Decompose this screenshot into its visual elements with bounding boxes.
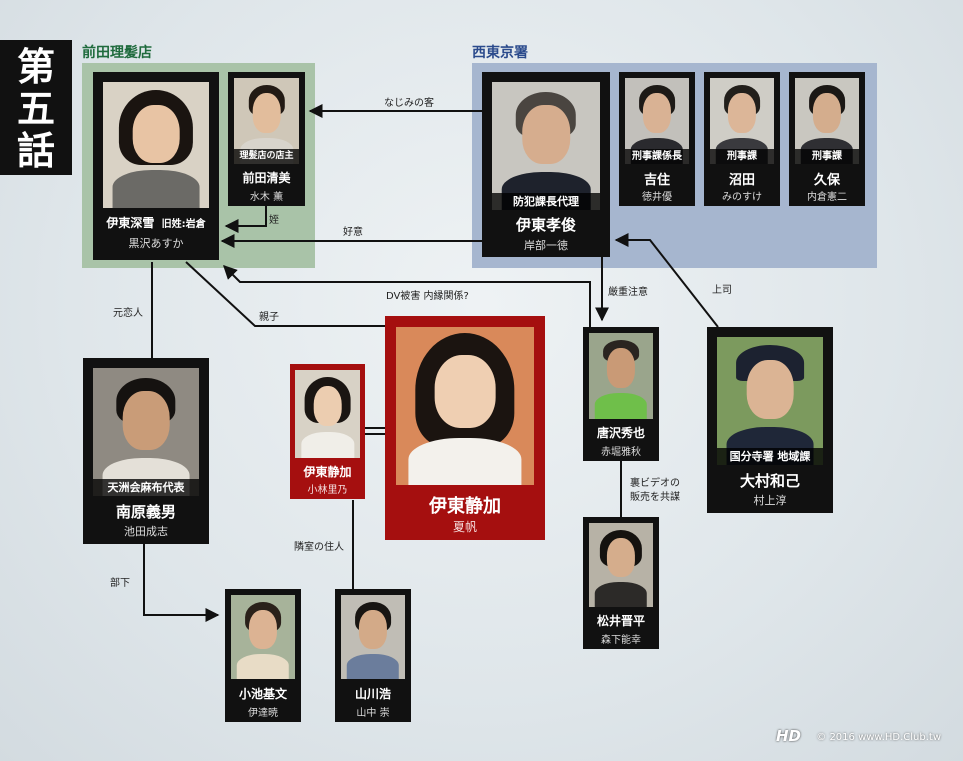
card-omura: 国分寺署 地域課 大村和己 村上淳 bbox=[707, 327, 833, 513]
photo-kiyomi: 理髪店の店主 bbox=[234, 78, 299, 164]
actor-numata: みのすけ bbox=[722, 192, 762, 203]
line-oya bbox=[185, 261, 385, 327]
line-buka bbox=[143, 544, 220, 622]
card-shizuka-child: 伊東静加 小林里乃 bbox=[290, 364, 365, 499]
name-shizuka-child: 伊東静加 bbox=[303, 465, 352, 479]
card-shizuka: 伊東静加 夏帆 bbox=[385, 316, 545, 540]
card-takatoshi: 防犯課長代理 伊東孝俊 岸部一徳 bbox=[482, 72, 610, 257]
card-karasawa: 唐沢秀也 赤堀雅秋 bbox=[583, 327, 659, 461]
name-koike: 小池基文 bbox=[238, 687, 287, 701]
name-kubo: 久保 bbox=[813, 173, 840, 188]
actor-takatoshi: 岸部一徳 bbox=[524, 239, 568, 252]
actor-omura: 村上淳 bbox=[753, 494, 787, 507]
photo-shizuka bbox=[396, 327, 534, 485]
rel-mei: 姪 bbox=[269, 215, 279, 226]
actor-shizuka: 夏帆 bbox=[452, 520, 477, 534]
card-kubo: 刑事課 久保 内倉憲二 bbox=[789, 72, 865, 206]
name-miyuki: 伊東深雪 bbox=[106, 216, 155, 230]
rel-genkoi: 元恋人 bbox=[113, 308, 143, 319]
rel-genju: 厳重注意 bbox=[608, 287, 648, 298]
role-takatoshi: 防犯課長代理 bbox=[492, 193, 600, 210]
group-label-barber: 前田理髪店 bbox=[82, 45, 152, 61]
photo-omura: 国分寺署 地域課 bbox=[717, 337, 823, 465]
name-minamihara: 南原義男 bbox=[115, 503, 176, 521]
card-yoshizumi: 刑事課係長 吉住 徳井優 bbox=[619, 72, 695, 206]
rel-buka: 部下 bbox=[110, 578, 130, 589]
episode-tag: 第 五 話 bbox=[0, 40, 72, 175]
actor-miyuki: 黒沢あすか bbox=[128, 237, 184, 250]
sub-miyuki: 旧姓:岩倉 bbox=[161, 219, 206, 230]
card-miyuki: 伊東深雪 旧姓:岩倉 黒沢あすか bbox=[93, 72, 219, 260]
photo-takatoshi: 防犯課長代理 bbox=[492, 82, 600, 210]
role-omura: 国分寺署 地域課 bbox=[717, 448, 823, 465]
name-kiyomi: 前田清美 bbox=[242, 171, 291, 185]
name-yamakawa: 山川浩 bbox=[354, 687, 391, 701]
rel-dv: DV被害 内縁関係? bbox=[386, 291, 469, 302]
episode-char-3: 話 bbox=[16, 128, 55, 173]
card-kiyomi: 理髪店の店主 前田清美 水木 薫 bbox=[228, 72, 305, 206]
line-mei bbox=[224, 206, 267, 233]
photo-yoshizumi: 刑事課係長 bbox=[625, 78, 689, 164]
rel-oya: 親子 bbox=[259, 312, 279, 323]
photo-koike bbox=[231, 595, 295, 679]
role-kiyomi: 理髪店の店主 bbox=[234, 149, 299, 164]
rel-rinshitsu: 隣室の住人 bbox=[294, 542, 344, 553]
role-numata: 刑事課 bbox=[710, 149, 774, 164]
card-yamakawa: 山川浩 山中 崇 bbox=[335, 589, 411, 722]
photo-kubo: 刑事課 bbox=[795, 78, 859, 164]
rel-ura-1: 裏ビデオの bbox=[630, 478, 680, 489]
card-koike: 小池基文 伊達暁 bbox=[225, 589, 301, 722]
card-minamihara: 天洲会麻布代表 南原義男 池田成志 bbox=[83, 358, 209, 544]
photo-matsui bbox=[589, 523, 653, 607]
name-takatoshi: 伊東孝俊 bbox=[515, 216, 576, 234]
actor-kubo: 内倉憲二 bbox=[807, 192, 847, 203]
actor-shizuka-child: 小林里乃 bbox=[307, 485, 348, 496]
episode-char-2: 五 bbox=[16, 86, 55, 131]
name-numata: 沼田 bbox=[728, 173, 755, 188]
rel-najimi: なじみの客 bbox=[384, 98, 434, 109]
card-matsui: 松井晋平 森下能幸 bbox=[583, 517, 659, 649]
photo-karasawa bbox=[589, 333, 653, 419]
photo-yamakawa bbox=[341, 595, 405, 679]
name-omura: 大村和己 bbox=[739, 472, 800, 490]
rel-ura-2: 販売を共謀 bbox=[630, 492, 680, 503]
actor-koike: 伊達暁 bbox=[248, 708, 278, 719]
rel-joshi: 上司 bbox=[712, 285, 732, 296]
episode-char-1: 第 bbox=[16, 44, 55, 89]
actor-karasawa: 赤堀雅秋 bbox=[601, 447, 641, 458]
photo-minamihara: 天洲会麻布代表 bbox=[93, 368, 199, 496]
photo-shizuka-child bbox=[295, 370, 360, 458]
group-label-police: 西東京署 bbox=[472, 45, 528, 61]
role-kubo: 刑事課 bbox=[795, 149, 859, 164]
copyright-text: © 2016 www.HD.Club.tw bbox=[816, 732, 941, 743]
rel-koui: 好意 bbox=[343, 227, 363, 238]
photo-numata: 刑事課 bbox=[710, 78, 774, 164]
actor-yoshizumi: 徳井優 bbox=[642, 192, 672, 203]
actor-kiyomi: 水木 薫 bbox=[249, 192, 284, 203]
card-numata: 刑事課 沼田 みのすけ bbox=[704, 72, 780, 206]
actor-minamihara: 池田成志 bbox=[124, 525, 168, 538]
name-matsui: 松井晋平 bbox=[596, 614, 645, 628]
photo-miyuki bbox=[103, 82, 209, 208]
role-minamihara: 天洲会麻布代表 bbox=[93, 479, 199, 496]
line-dv bbox=[223, 265, 591, 327]
name-shizuka: 伊東静加 bbox=[429, 496, 501, 517]
role-yoshizumi: 刑事課係長 bbox=[625, 149, 689, 164]
line-joshi bbox=[614, 233, 719, 328]
name-karasawa: 唐沢秀也 bbox=[596, 426, 645, 440]
name-yoshizumi: 吉住 bbox=[643, 173, 670, 188]
hd-logo: HD bbox=[775, 727, 801, 745]
actor-matsui: 森下能幸 bbox=[601, 635, 641, 646]
actor-yamakawa: 山中 崇 bbox=[356, 708, 390, 719]
